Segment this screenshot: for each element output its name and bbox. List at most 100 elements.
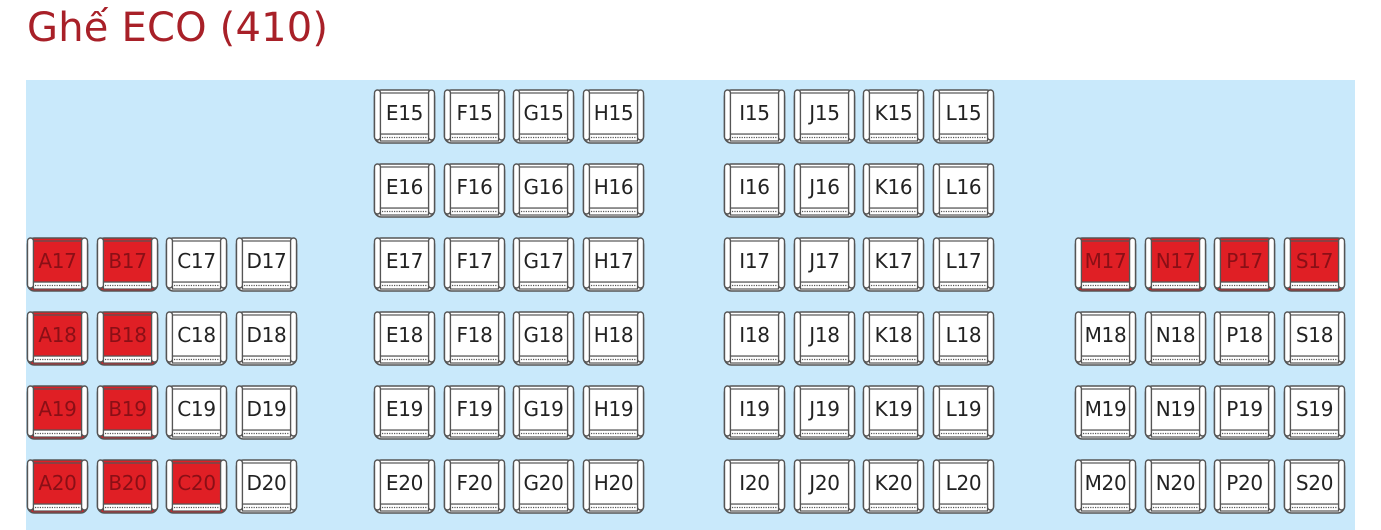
- seat-b20[interactable]: B20: [96, 457, 159, 517]
- seat-s19[interactable]: S19: [1283, 383, 1346, 443]
- seat-m18[interactable]: M18: [1074, 309, 1137, 369]
- seat-e17[interactable]: E17: [373, 235, 436, 295]
- seat-g16[interactable]: G16: [512, 161, 575, 221]
- seat-a18[interactable]: A18: [26, 309, 89, 369]
- seat-m17[interactable]: M17: [1074, 235, 1137, 295]
- seat-k15[interactable]: K15: [862, 87, 925, 147]
- seat-f16[interactable]: F16: [443, 161, 506, 221]
- seat-h17[interactable]: H17: [582, 235, 645, 295]
- seat-k17[interactable]: K17: [862, 235, 925, 295]
- seat-n20[interactable]: N20: [1144, 457, 1207, 517]
- seat-g18[interactable]: G18: [512, 309, 575, 369]
- seat-d20[interactable]: D20: [235, 457, 298, 517]
- seat-e20[interactable]: E20: [373, 457, 436, 517]
- seat-label: G20: [523, 471, 564, 495]
- seat-k18[interactable]: K18: [862, 309, 925, 369]
- seat-shape-icon: [723, 163, 786, 218]
- seat-shape-icon: [723, 311, 786, 366]
- seat-s18[interactable]: S18: [1283, 309, 1346, 369]
- seat-l15[interactable]: L15: [932, 87, 995, 147]
- seat-i17[interactable]: I17: [723, 235, 786, 295]
- seat-l17[interactable]: L17: [932, 235, 995, 295]
- seat-l16[interactable]: L16: [932, 161, 995, 221]
- seat-e15[interactable]: E15: [373, 87, 436, 147]
- seat-a17[interactable]: A17: [26, 235, 89, 295]
- seat-f17[interactable]: F17: [443, 235, 506, 295]
- seat-shape-icon: [1144, 459, 1207, 514]
- seat-shape-icon: [26, 385, 89, 440]
- seat-j16[interactable]: J16: [793, 161, 856, 221]
- seat-f19[interactable]: F19: [443, 383, 506, 443]
- seat-h15[interactable]: H15: [582, 87, 645, 147]
- seat-label: S19: [1295, 397, 1334, 421]
- seat-i19[interactable]: I19: [723, 383, 786, 443]
- seat-c17[interactable]: C17: [165, 235, 228, 295]
- seat-g20[interactable]: G20: [512, 457, 575, 517]
- seat-j17[interactable]: J17: [793, 235, 856, 295]
- seat-e16[interactable]: E16: [373, 161, 436, 221]
- seat-b18[interactable]: B18: [96, 309, 159, 369]
- seat-shape-icon: [1074, 459, 1137, 514]
- seat-i20[interactable]: I20: [723, 457, 786, 517]
- seat-j18[interactable]: J18: [793, 309, 856, 369]
- seat-f20[interactable]: F20: [443, 457, 506, 517]
- seat-c20[interactable]: C20: [165, 457, 228, 517]
- seat-g17[interactable]: G17: [512, 235, 575, 295]
- seat-l20[interactable]: L20: [932, 457, 995, 517]
- seat-k19[interactable]: K19: [862, 383, 925, 443]
- seat-g19[interactable]: G19: [512, 383, 575, 443]
- seat-n18[interactable]: N18: [1144, 309, 1207, 369]
- seat-p19[interactable]: P19: [1213, 383, 1276, 443]
- seat-j19[interactable]: J19: [793, 383, 856, 443]
- seat-c18[interactable]: C18: [165, 309, 228, 369]
- seat-label: E20: [385, 471, 424, 495]
- seat-shape-icon: [723, 459, 786, 514]
- seat-h20[interactable]: H20: [582, 457, 645, 517]
- seat-label: P17: [1226, 249, 1263, 273]
- seat-h18[interactable]: H18: [582, 309, 645, 369]
- seat-c19[interactable]: C19: [165, 383, 228, 443]
- seat-m20[interactable]: M20: [1074, 457, 1137, 517]
- seat-d18[interactable]: D18: [235, 309, 298, 369]
- seat-label: H20: [593, 471, 634, 495]
- seat-h16[interactable]: H16: [582, 161, 645, 221]
- seat-n17[interactable]: N17: [1144, 235, 1207, 295]
- seat-i15[interactable]: I15: [723, 87, 786, 147]
- seat-k16[interactable]: K16: [862, 161, 925, 221]
- seat-a19[interactable]: A19: [26, 383, 89, 443]
- seat-p20[interactable]: P20: [1213, 457, 1276, 517]
- seat-l19[interactable]: L19: [932, 383, 995, 443]
- seat-a20[interactable]: A20: [26, 457, 89, 517]
- seat-j15[interactable]: J15: [793, 87, 856, 147]
- seat-l18[interactable]: L18: [932, 309, 995, 369]
- seat-g15[interactable]: G15: [512, 87, 575, 147]
- seat-label: L15: [945, 101, 982, 125]
- seat-label: F19: [456, 397, 493, 421]
- seat-s17[interactable]: S17: [1283, 235, 1346, 295]
- seat-j20[interactable]: J20: [793, 457, 856, 517]
- seat-shape-icon: [1144, 311, 1207, 366]
- seat-d17[interactable]: D17: [235, 235, 298, 295]
- seat-label: P20: [1226, 471, 1263, 495]
- seat-h19[interactable]: H19: [582, 383, 645, 443]
- seat-b17[interactable]: B17: [96, 235, 159, 295]
- seat-e18[interactable]: E18: [373, 309, 436, 369]
- seat-shape-icon: [723, 89, 786, 144]
- seat-label: N19: [1155, 397, 1196, 421]
- seat-label: D18: [246, 323, 287, 347]
- seat-i16[interactable]: I16: [723, 161, 786, 221]
- seat-f18[interactable]: F18: [443, 309, 506, 369]
- seat-k20[interactable]: K20: [862, 457, 925, 517]
- seat-m19[interactable]: M19: [1074, 383, 1137, 443]
- seat-s20[interactable]: S20: [1283, 457, 1346, 517]
- seat-shape-icon: [793, 163, 856, 218]
- seat-n19[interactable]: N19: [1144, 383, 1207, 443]
- seat-d19[interactable]: D19: [235, 383, 298, 443]
- seat-p17[interactable]: P17: [1213, 235, 1276, 295]
- seat-shape-icon: [1283, 311, 1346, 366]
- seat-b19[interactable]: B19: [96, 383, 159, 443]
- seat-i18[interactable]: I18: [723, 309, 786, 369]
- seat-p18[interactable]: P18: [1213, 309, 1276, 369]
- seat-f15[interactable]: F15: [443, 87, 506, 147]
- seat-e19[interactable]: E19: [373, 383, 436, 443]
